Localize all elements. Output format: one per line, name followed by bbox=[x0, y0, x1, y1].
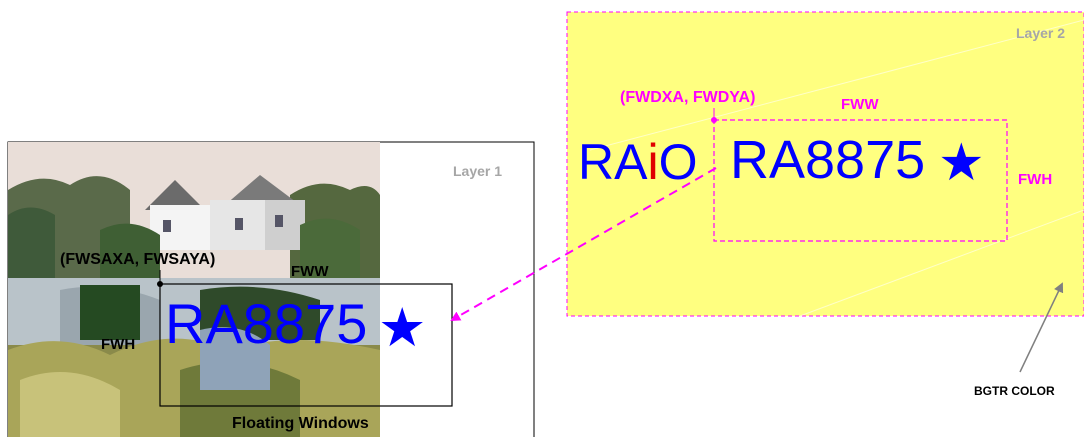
layer2-width-label: FWW bbox=[841, 96, 879, 113]
logo-o: O bbox=[658, 134, 698, 190]
logo-i: i bbox=[647, 134, 659, 190]
layer1-height-label: FWH bbox=[101, 336, 136, 353]
source-coords-label: (FWSAXA, FWSAYA) bbox=[60, 251, 216, 268]
layer2-height-label: FWH bbox=[1018, 171, 1053, 188]
layer1-title: Layer 1 bbox=[453, 163, 503, 179]
layer1-photo bbox=[8, 142, 380, 437]
bgtr-color-label: BGTR COLOR bbox=[974, 384, 1055, 398]
layer2-frame bbox=[566, 11, 1084, 317]
layer2-star-icon: ★ bbox=[938, 134, 985, 192]
dest-coords-label: (FWDXA, FWDYA) bbox=[620, 89, 756, 106]
floating-windows-caption: Floating Windows bbox=[232, 415, 369, 432]
logo-ra: RA bbox=[578, 134, 648, 190]
copy-arrow bbox=[450, 167, 717, 321]
layer2-window-box bbox=[713, 119, 1008, 242]
layer2-title: Layer 2 bbox=[1016, 25, 1066, 41]
layer1-window-text: RA8875 bbox=[165, 292, 368, 355]
layer2-window-text: RA8875 bbox=[730, 130, 926, 190]
bgtr-arrow bbox=[1019, 282, 1064, 373]
raio-logo: RAiO bbox=[578, 132, 697, 192]
layer2-streak-b bbox=[799, 209, 1084, 317]
layer1-width-label: FWW bbox=[291, 263, 329, 280]
layer1-window-box bbox=[159, 283, 453, 407]
layer2-streak-a bbox=[589, 19, 1084, 151]
layer1-star-icon: ★ bbox=[378, 298, 427, 358]
